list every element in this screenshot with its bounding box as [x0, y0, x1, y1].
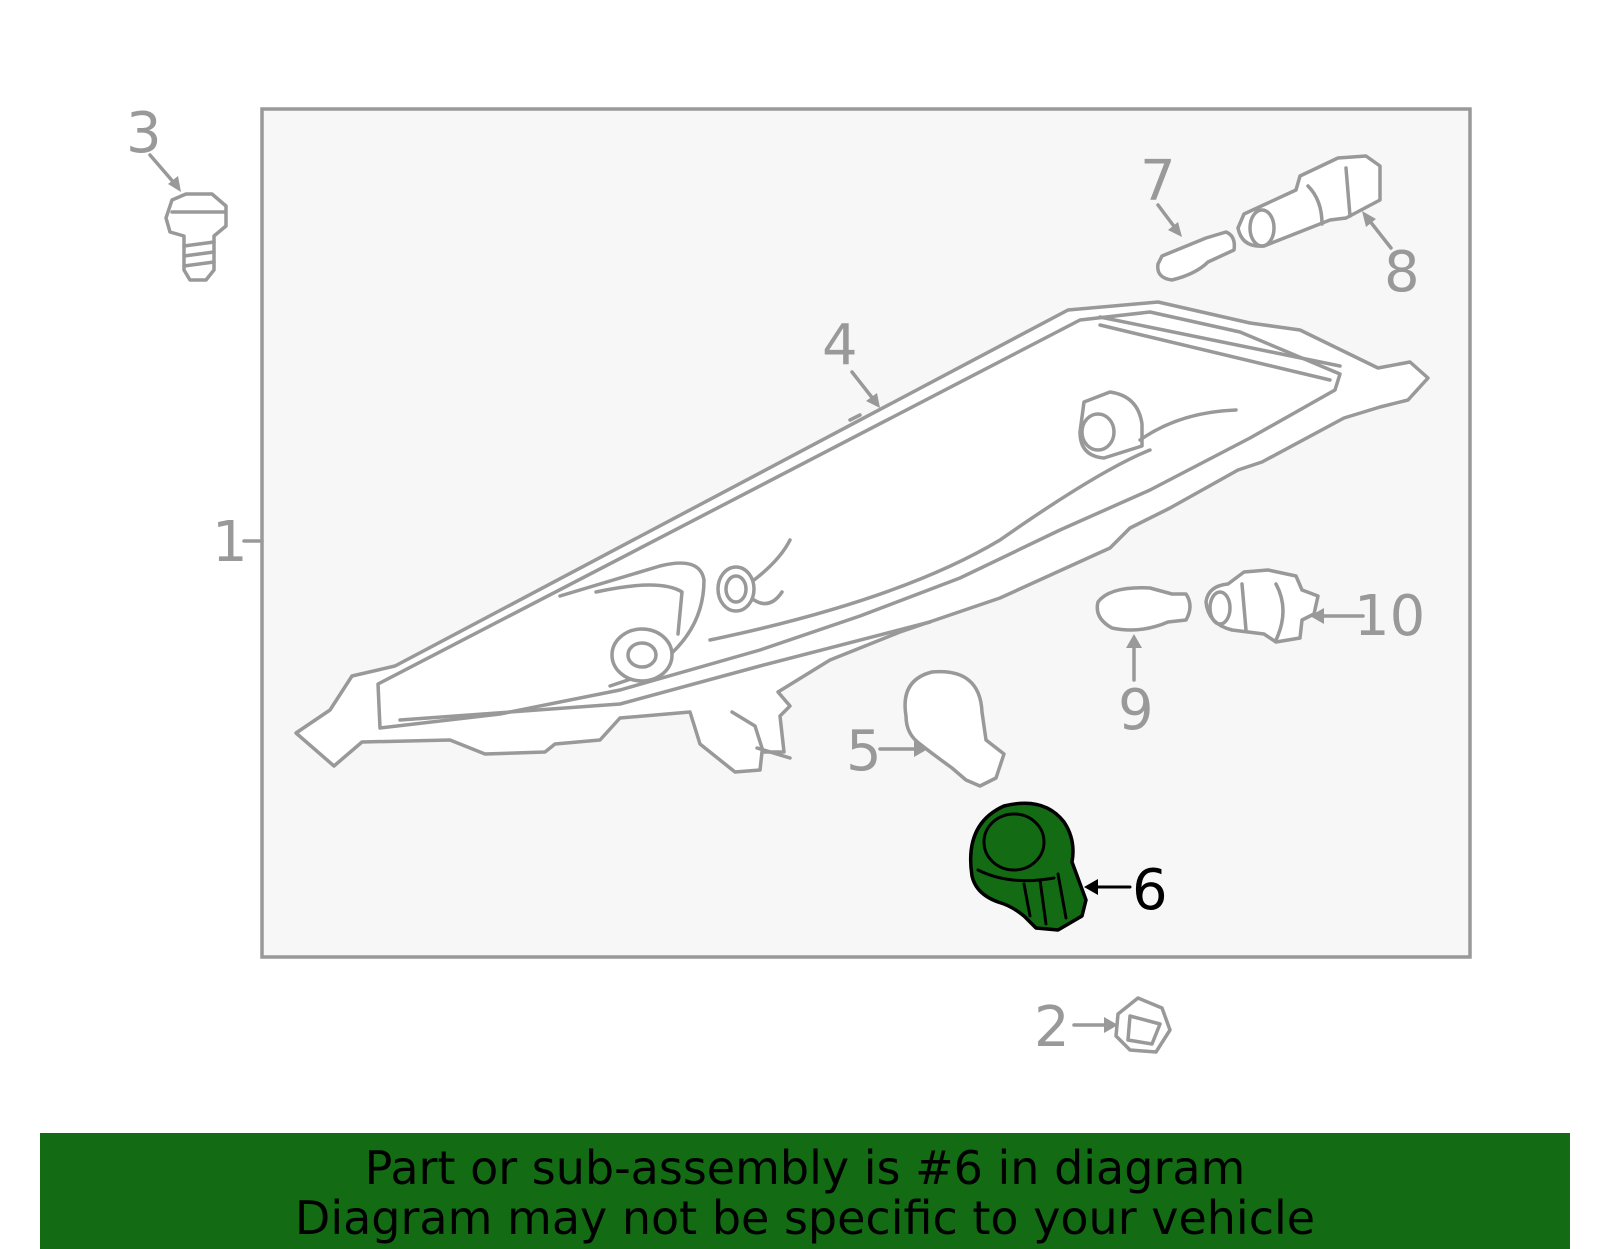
- callout-6: 6: [1132, 858, 1168, 923]
- small-bulb-part: [1156, 230, 1237, 282]
- callout-1: 1: [212, 510, 248, 575]
- callout-10: 10: [1354, 584, 1425, 649]
- callout-7: 7: [1140, 149, 1176, 214]
- arrow-7: [1168, 222, 1182, 237]
- socket-6-highlighted-part: [968, 801, 1088, 932]
- leader-lines: [148, 153, 1393, 1033]
- socket-10-part: [1204, 568, 1320, 644]
- banner-line-2: Diagram may not be specific to your vehi…: [294, 1191, 1316, 1245]
- banner-line-1: Part or sub-assembly is #6 in diagram: [364, 1141, 1246, 1195]
- arrow-8: [1362, 211, 1376, 227]
- arrow-3: [168, 176, 181, 192]
- arrow-5: [914, 741, 928, 757]
- arrow-6: [1084, 879, 1098, 895]
- callout-9: 9: [1118, 678, 1154, 743]
- callout-2: 2: [1034, 995, 1070, 1060]
- arrow-4: [866, 393, 880, 408]
- callout-8: 8: [1384, 240, 1420, 305]
- bulb-9-part: [1095, 586, 1192, 632]
- arrow-10: [1310, 608, 1324, 624]
- bolt-part: [164, 192, 228, 282]
- socket-8-part: [1236, 154, 1382, 248]
- bulb-5-part: [903, 669, 1006, 788]
- headlamp-housing: [294, 300, 1430, 774]
- callout-4: 4: [822, 313, 858, 378]
- arrow-2: [1104, 1017, 1118, 1033]
- callout-3: 3: [126, 101, 162, 166]
- info-banner: Part or sub-assembly is #6 in diagram Di…: [40, 1133, 1570, 1249]
- callout-5: 5: [846, 719, 882, 784]
- nut-part: [1114, 996, 1172, 1054]
- arrow-9: [1126, 634, 1142, 648]
